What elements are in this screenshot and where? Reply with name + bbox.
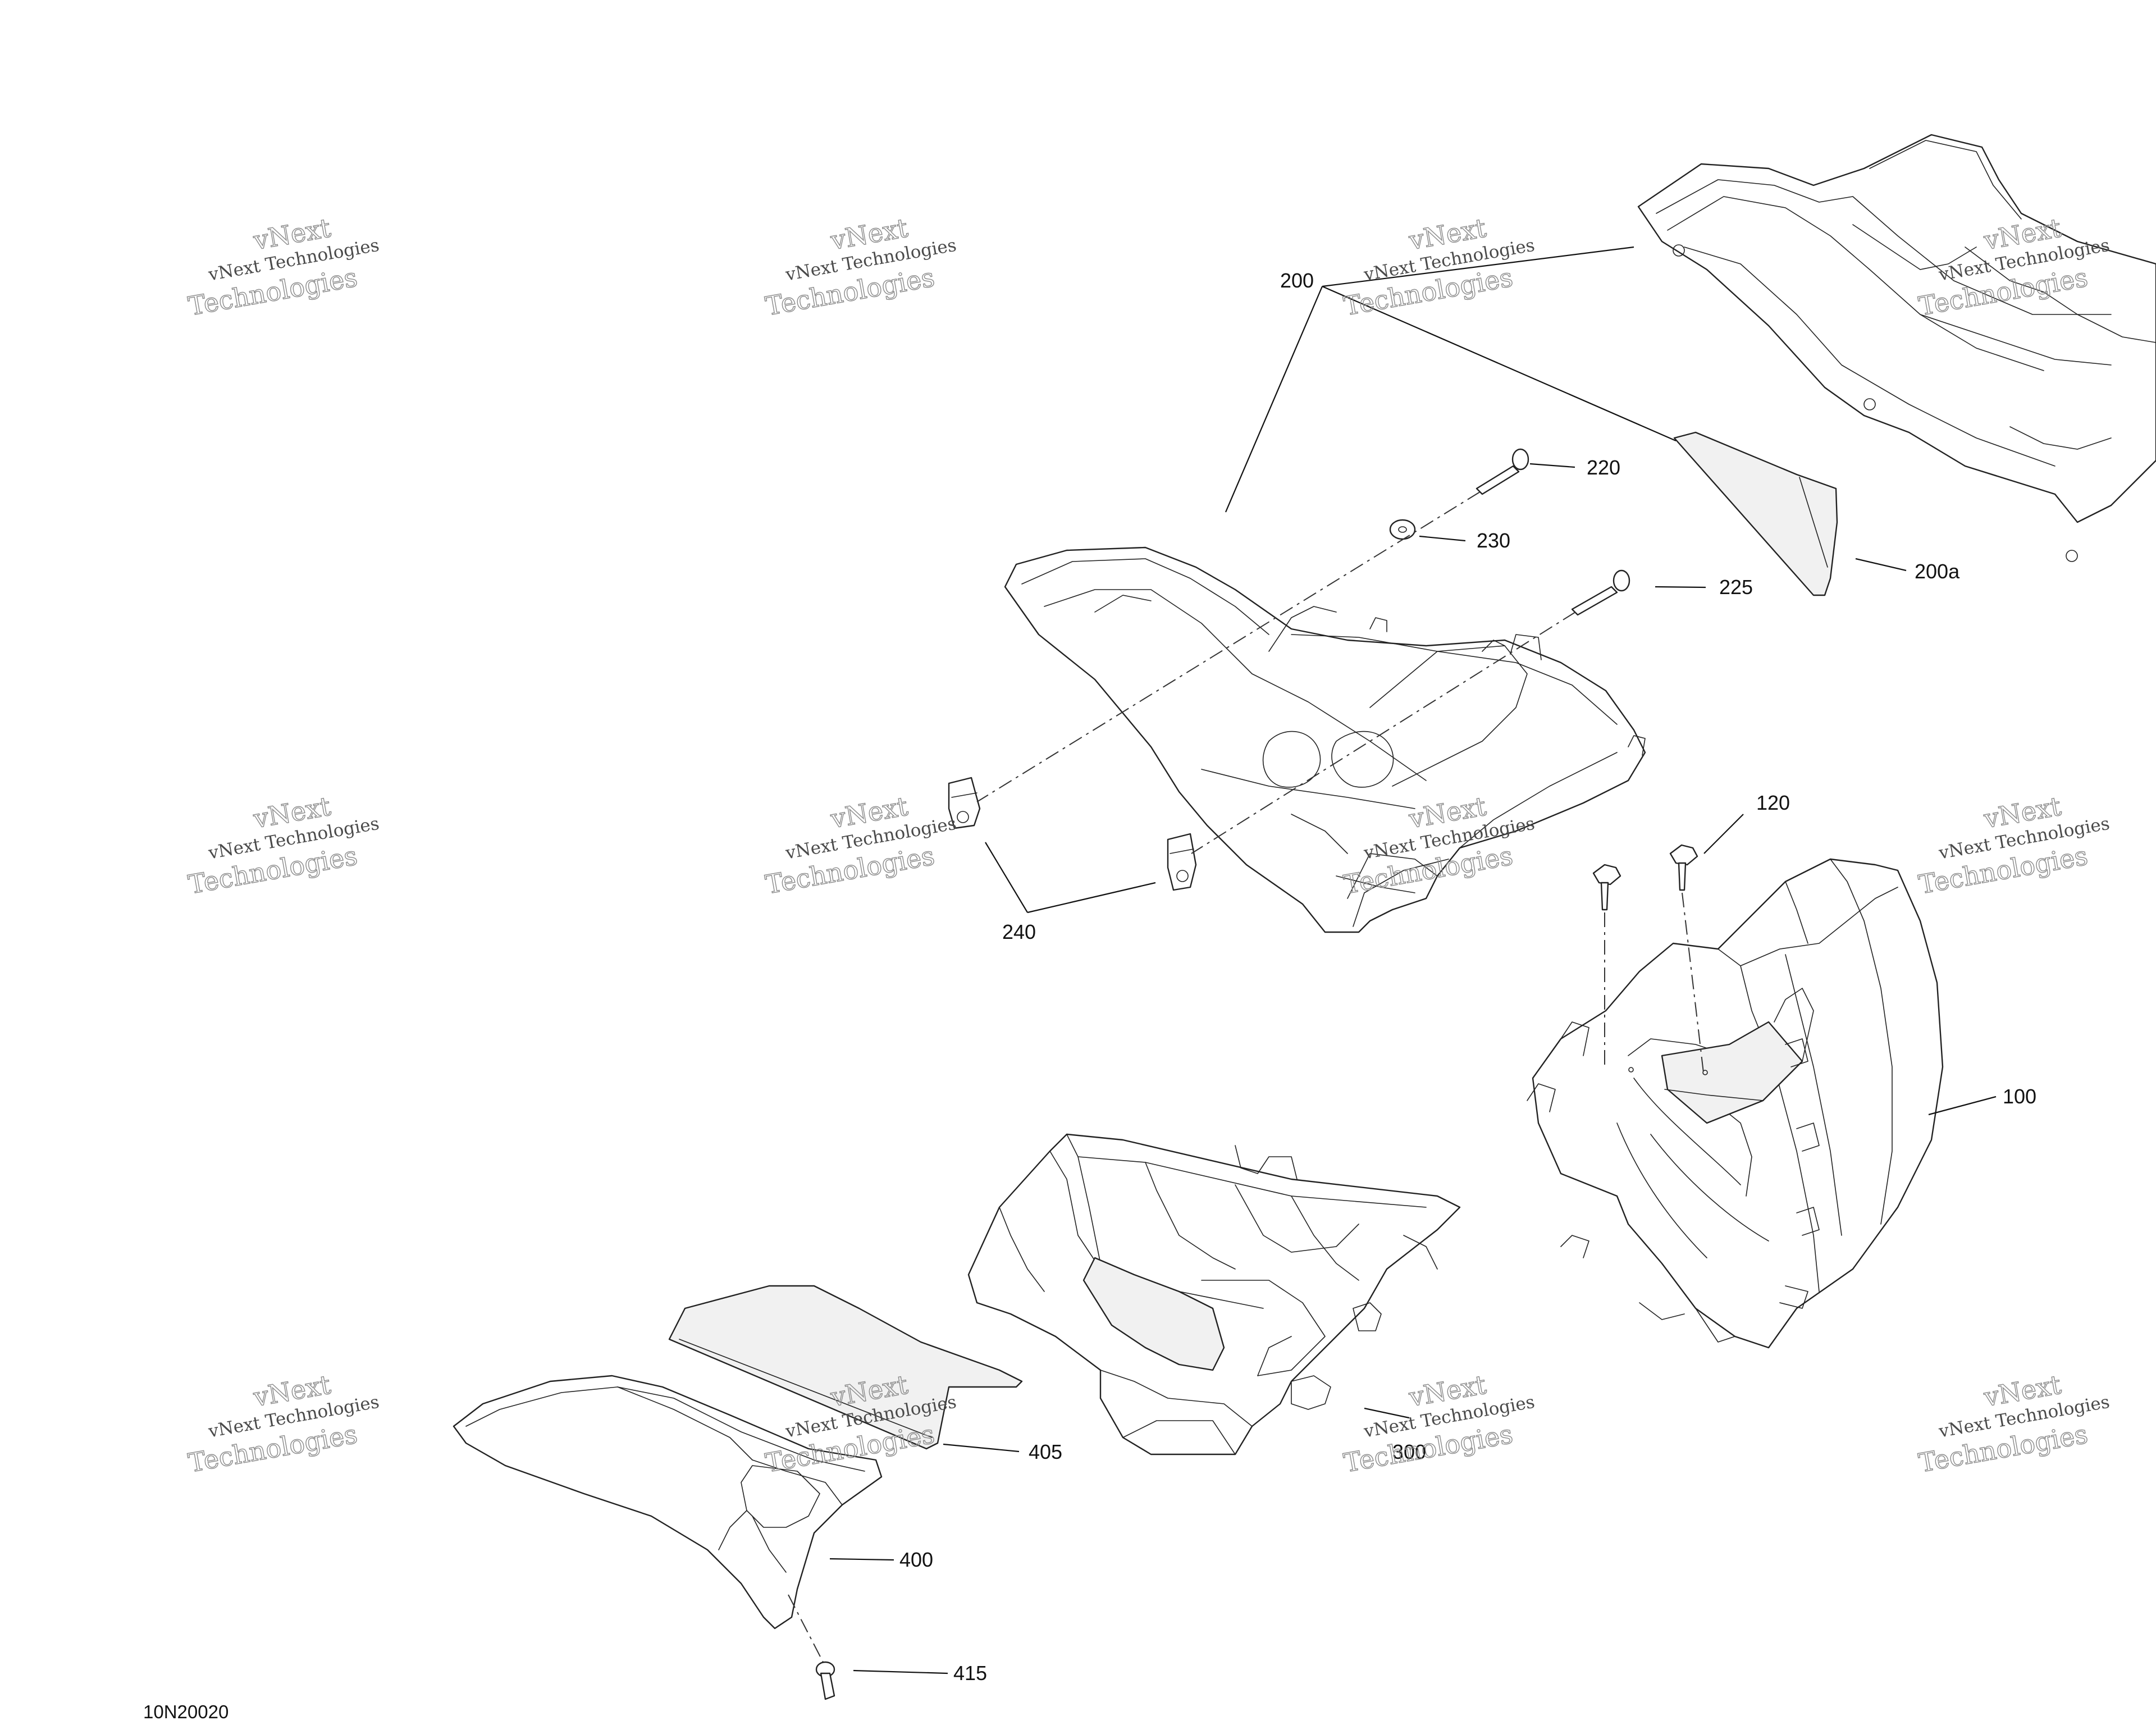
callout-415: 415 bbox=[953, 1662, 987, 1685]
assembly-axes bbox=[788, 491, 1704, 1663]
callout-120: 120 bbox=[1756, 791, 1790, 814]
callout-405: 405 bbox=[1029, 1440, 1062, 1463]
part-100-fan-shroud bbox=[1527, 858, 1944, 1349]
callout-220: 220 bbox=[1587, 456, 1620, 479]
part-240-clip-nut-a bbox=[948, 777, 981, 829]
part-200-middle-duct bbox=[1004, 546, 1646, 933]
leader-lines bbox=[829, 246, 1997, 1674]
callout-240: 240 bbox=[1002, 920, 1036, 943]
callout-300: 300 bbox=[1392, 1440, 1426, 1463]
part-200a-pad bbox=[1673, 431, 1838, 596]
leader-405 bbox=[943, 1443, 1020, 1453]
leader-100 bbox=[1928, 1096, 1997, 1116]
callout-200a: 200a bbox=[1915, 560, 1960, 583]
watermark: vNext vNext Technologies Technologies bbox=[1916, 1369, 2112, 1479]
callout-200: 200 bbox=[1280, 269, 1314, 292]
callout-labels: 200 220 230 225 200a 120 240 100 300 405… bbox=[143, 269, 2036, 1722]
watermark: vNext vNext Technologies Technologies bbox=[1916, 791, 2112, 901]
callout-400: 400 bbox=[899, 1548, 933, 1571]
leader-200-b bbox=[1322, 285, 1677, 442]
part-200-upper-panel bbox=[1637, 134, 2156, 562]
leader-220 bbox=[1529, 463, 1575, 468]
part-415-screw bbox=[815, 1661, 835, 1700]
leader-200a bbox=[1855, 558, 1907, 572]
leader-400 bbox=[829, 1558, 894, 1561]
part-240-clip-nut-b bbox=[1167, 833, 1197, 891]
part-120-screw-left bbox=[1592, 864, 1621, 911]
leader-200-c bbox=[1225, 286, 1323, 513]
part-400-panel bbox=[453, 1375, 883, 1630]
watermark: vNext vNext Technologies Technologies bbox=[763, 791, 958, 901]
callout-100: 100 bbox=[2003, 1085, 2036, 1108]
axis-120-right bbox=[1682, 892, 1704, 1073]
leader-200-a bbox=[1322, 246, 1634, 288]
watermark: vNext vNext Technologies Technologies bbox=[186, 791, 381, 901]
axis-225-to-240b bbox=[1191, 611, 1576, 854]
callout-225: 225 bbox=[1719, 576, 1753, 599]
callout-230: 230 bbox=[1477, 529, 1510, 552]
figure-reference: 10N20020 bbox=[143, 1701, 229, 1722]
axis-415 bbox=[788, 1594, 824, 1663]
part-300-air-box bbox=[967, 1133, 1461, 1455]
part-120-screw-right bbox=[1669, 844, 1698, 891]
axis-220-to-240a bbox=[976, 491, 1481, 802]
leader-230 bbox=[1419, 535, 1466, 542]
watermark: vNext vNext Technologies Technologies bbox=[763, 212, 958, 322]
watermark: vNext vNext Technologies Technologies bbox=[186, 1369, 381, 1479]
leader-240-b bbox=[1027, 882, 1156, 914]
watermark: vNext vNext Technologies Technologies bbox=[1341, 1369, 1537, 1479]
part-220-bolt bbox=[1476, 448, 1529, 495]
part-230-washer bbox=[1389, 519, 1416, 540]
leader-120 bbox=[1703, 814, 1744, 854]
leader-415 bbox=[853, 1669, 948, 1674]
leader-300 bbox=[1364, 1407, 1410, 1419]
part-405-panel bbox=[668, 1285, 1023, 1450]
watermark: vNext vNext Technologies Technologies bbox=[186, 212, 381, 322]
leader-240-a bbox=[985, 842, 1028, 913]
part-225-bolt bbox=[1571, 569, 1630, 616]
